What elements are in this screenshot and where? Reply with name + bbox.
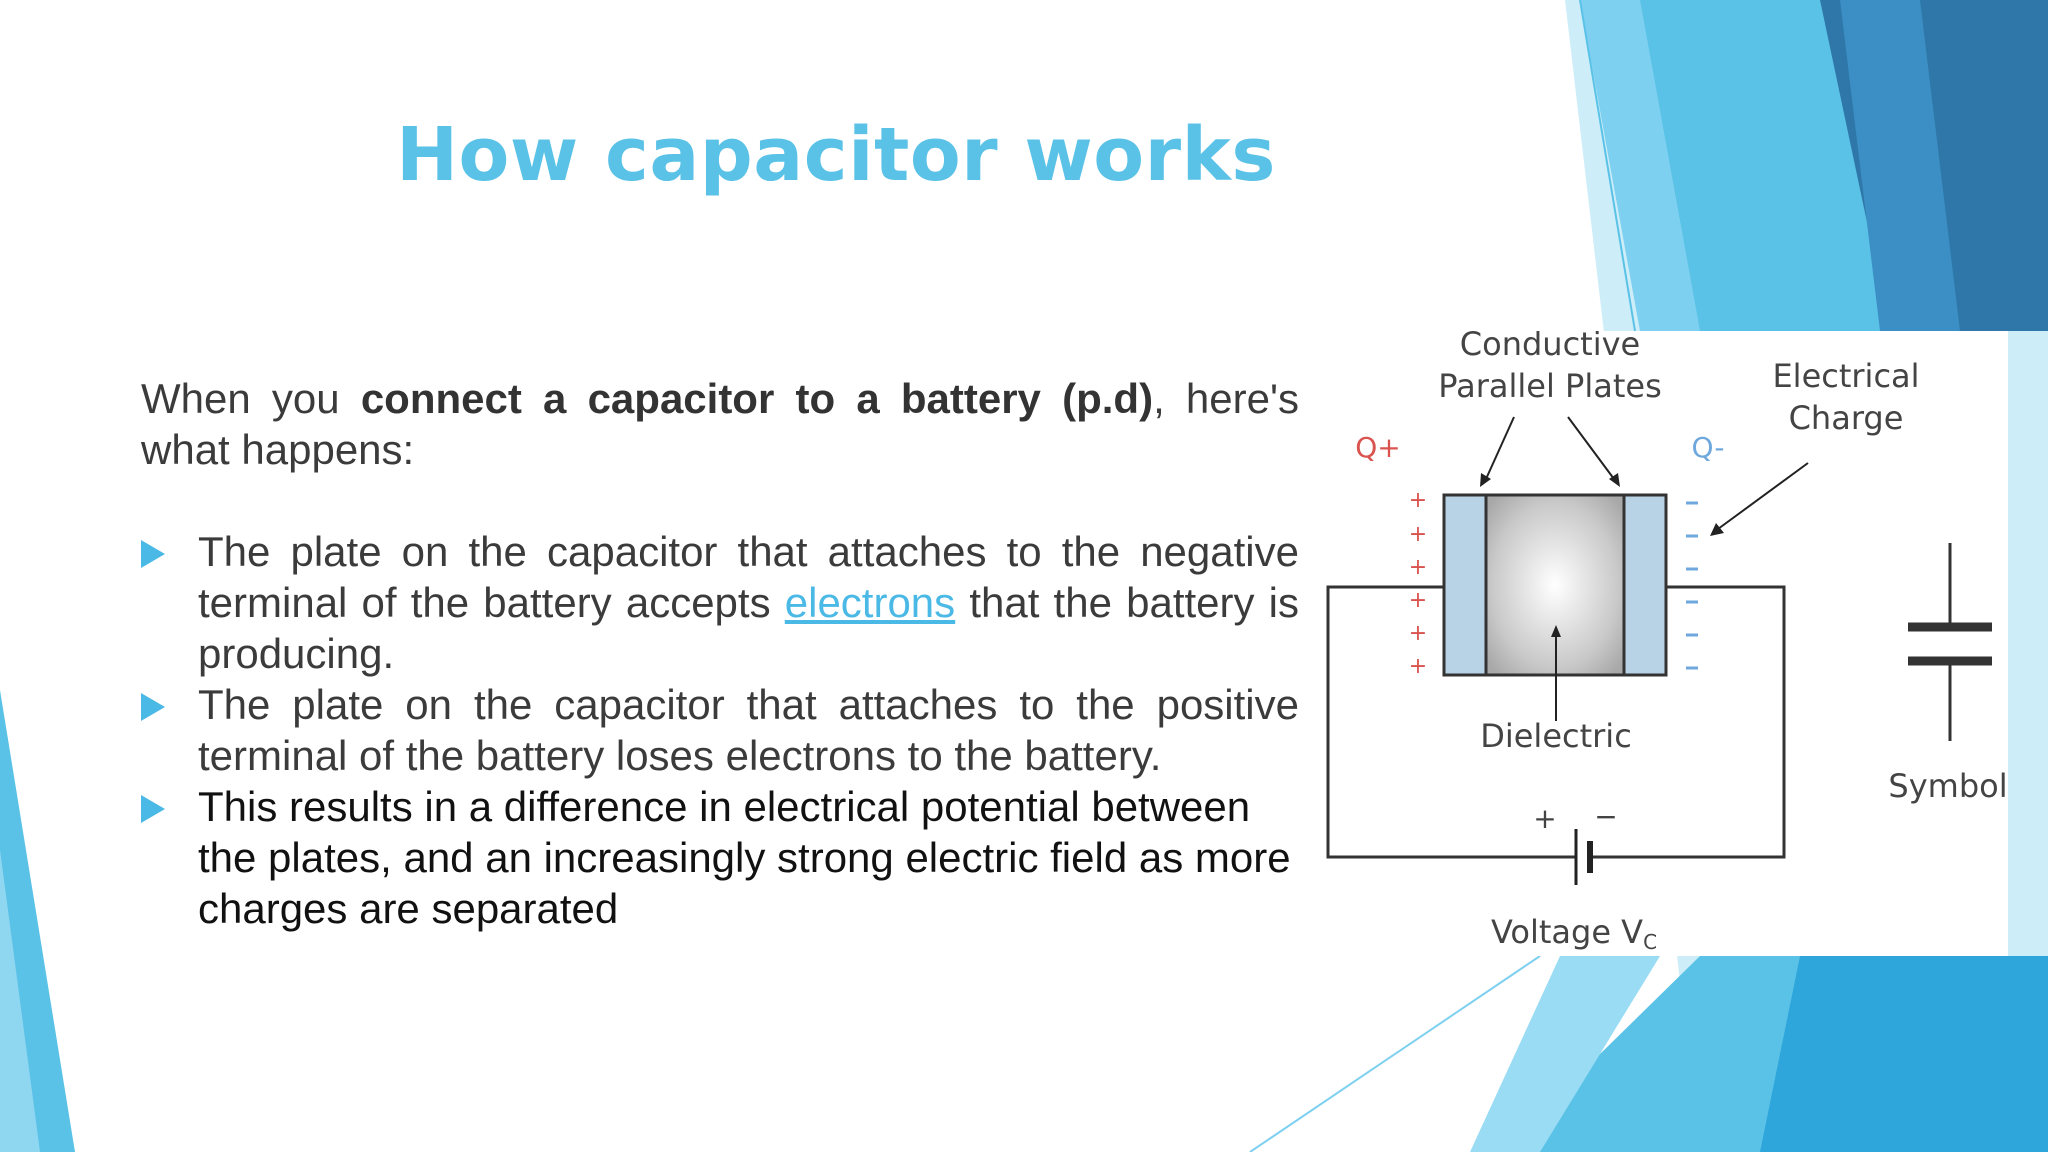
charge-label-line2: Charge (1789, 399, 1904, 437)
battery-plus-sign: + (1533, 802, 1556, 835)
charge-label-line1: Electrical (1772, 357, 1919, 395)
electrons-link[interactable]: electrons (784, 579, 956, 626)
battery-symbol (1574, 829, 1593, 885)
circuit-wire (1326, 585, 1576, 859)
dielectric-label: Dielectric (1480, 717, 1632, 755)
svg-text:+: + (1409, 555, 1427, 580)
positive-plate (1442, 493, 1488, 677)
negative-charges (1686, 501, 1698, 670)
bullet-text-after: that the battery is producing. (198, 579, 1299, 677)
bullet-item-potential-difference: This results in a difference in electric… (141, 781, 1299, 934)
circuit-wire (1590, 585, 1786, 859)
slide-body: When you connect a capacitor to a batter… (141, 373, 1299, 934)
bullet-list: The plate on the capacitor that attaches… (141, 526, 1299, 934)
bullet-text-before: The plate on the capacitor that attaches… (198, 528, 1299, 626)
symbol-label: Symbol (1888, 767, 2007, 805)
battery-minus-sign: − (1594, 800, 1617, 833)
bullet-item-positive-plate: The plate on the capacitor that attaches… (141, 679, 1299, 781)
arrowhead-icon (1609, 473, 1620, 487)
capacitor-diagram: Conductive Parallel Plates Electrical Ch… (1318, 325, 2008, 956)
triangle-bullet-icon (141, 795, 165, 823)
plates-label-line1: Conductive (1460, 331, 1640, 363)
intro-text-after: , here's what happens: (141, 375, 1299, 473)
svg-text:+: + (1409, 621, 1427, 646)
svg-text:+: + (1409, 654, 1427, 679)
bullet-text: This results in a difference in electric… (198, 783, 1291, 932)
q-plus-label: Q+ (1355, 431, 1401, 464)
bullet-text: The plate on the capacitor that attaches… (198, 681, 1299, 779)
triangle-bullet-icon (141, 540, 165, 568)
intro-bold-text: connect a capacitor to a battery (p.d) (360, 375, 1154, 422)
intro-paragraph: When you connect a capacitor to a batter… (141, 373, 1299, 475)
positive-charges: + + + + + + (1409, 488, 1427, 679)
plates-label-line2: Parallel Plates (1438, 367, 1661, 405)
charge-arrow (1717, 462, 1809, 530)
intro-text-before: When you (141, 375, 361, 422)
voltage-label: Voltage VC (1491, 913, 1657, 954)
bullet-text: The plate on the capacitor that attaches… (198, 526, 1299, 679)
arrowhead-icon (1710, 523, 1724, 536)
arrowhead-icon (1551, 625, 1561, 637)
bullet-item-negative-plate: The plate on the capacitor that attaches… (141, 526, 1299, 679)
svg-text:+: + (1409, 588, 1427, 613)
voltage-subscript: C (1643, 930, 1657, 954)
arrowhead-icon (1480, 473, 1491, 487)
q-minus-label: Q- (1692, 431, 1725, 464)
svg-text:+: + (1409, 522, 1427, 547)
plate-arrow-right (1567, 416, 1615, 480)
negative-plate (1622, 493, 1668, 677)
capacitor-symbol (1908, 543, 1992, 741)
svg-text:+: + (1409, 488, 1427, 513)
triangle-bullet-icon (141, 693, 165, 721)
slide-title: How capacitor works (396, 112, 1276, 198)
plate-arrow-left (1485, 416, 1515, 480)
